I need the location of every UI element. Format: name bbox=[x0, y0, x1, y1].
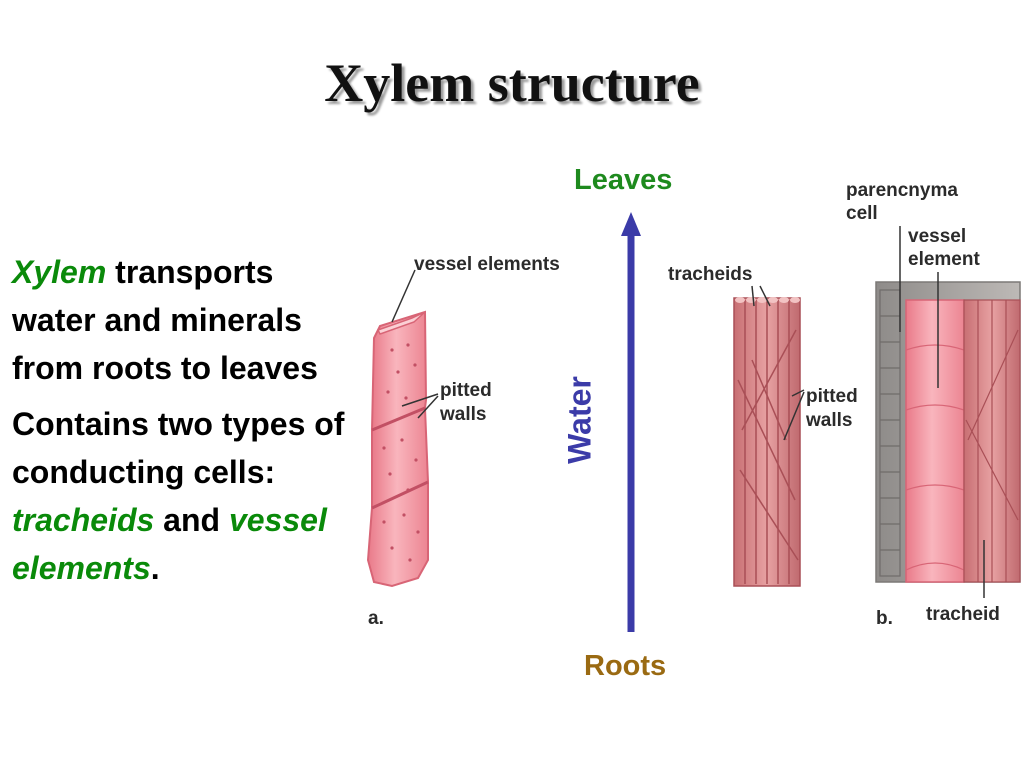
sentence-period: . bbox=[150, 550, 160, 586]
term-tracheids: tracheids bbox=[12, 502, 155, 538]
axis-label-roots: Roots bbox=[584, 650, 667, 682]
term-vessel-elements: vessel elements bbox=[12, 502, 327, 586]
paragraph-cell-types: Contains two types of conducting cells: … bbox=[12, 400, 352, 592]
figure-b-leader-lines bbox=[899, 226, 985, 598]
paragraph-xylem: Xylem transports water and minerals from… bbox=[12, 248, 352, 392]
xylem-tissue-block bbox=[875, 281, 1021, 583]
label-pitted-walls-b-line1: pitted bbox=[806, 386, 858, 407]
label-parenchyma-line1: parencnyma bbox=[846, 180, 958, 201]
label-tracheids: tracheids bbox=[668, 264, 752, 285]
water-arrow bbox=[621, 212, 641, 632]
label-vessel-element-line2: element bbox=[908, 249, 980, 270]
tracheid-bundle bbox=[733, 297, 801, 587]
paragraph-cell-types-lead: Contains two types of conducting cells: bbox=[12, 406, 345, 490]
label-panel-a: a. bbox=[368, 608, 384, 629]
label-tracheid: tracheid bbox=[926, 604, 1000, 625]
description-text: Xylem transports water and minerals from… bbox=[12, 248, 352, 600]
page-title: Xylem structure bbox=[324, 53, 700, 113]
label-vessel-elements: vessel elements bbox=[414, 254, 560, 275]
label-panel-b: b. bbox=[876, 608, 893, 629]
conjunction-and: and bbox=[163, 502, 221, 538]
axis-label-leaves: Leaves bbox=[574, 164, 673, 196]
axis-label-water: Water bbox=[561, 376, 598, 464]
paragraph-xylem-rest: transports water and minerals from roots… bbox=[12, 254, 318, 386]
vessel-element-column bbox=[366, 310, 430, 588]
vessel-pits bbox=[382, 343, 420, 562]
label-vessel-element-line1: vessel bbox=[908, 226, 966, 247]
label-pitted-walls-a-line1: pitted bbox=[440, 380, 492, 401]
term-xylem: Xylem bbox=[12, 254, 107, 290]
tracheid-leader-lines bbox=[751, 285, 805, 441]
label-parenchyma-line2: cell bbox=[846, 203, 878, 224]
label-pitted-walls-b-line2: walls bbox=[805, 410, 852, 431]
label-pitted-walls-a-line2: walls bbox=[439, 404, 486, 425]
figure-a-leader-lines bbox=[391, 269, 439, 419]
